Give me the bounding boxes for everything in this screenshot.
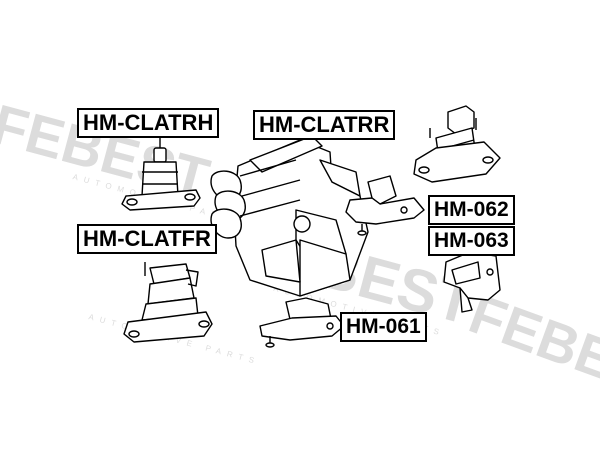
part-hm-061 bbox=[259, 297, 345, 348]
part-label-hm-clatrh: HM-CLATRH bbox=[77, 108, 220, 138]
part-label-hm-clatrr: HM-CLATRR bbox=[253, 110, 396, 140]
part-label-hm-062: HM-062 bbox=[428, 195, 515, 225]
engine-block bbox=[210, 135, 369, 297]
part-label-hm-clatfr: HM-CLATFR bbox=[77, 224, 217, 254]
part-label-hm-063: HM-063 bbox=[428, 226, 515, 256]
part-hm-063 bbox=[443, 251, 501, 313]
watermark-brand-right: FEBEST bbox=[462, 282, 600, 417]
part-label-hm-061: HM-061 bbox=[340, 312, 427, 342]
part-hm-062 bbox=[345, 175, 425, 236]
part-hm-clatrr bbox=[413, 105, 501, 183]
part-hm-clatfr bbox=[123, 262, 213, 343]
part-hm-clatrh bbox=[121, 138, 201, 211]
